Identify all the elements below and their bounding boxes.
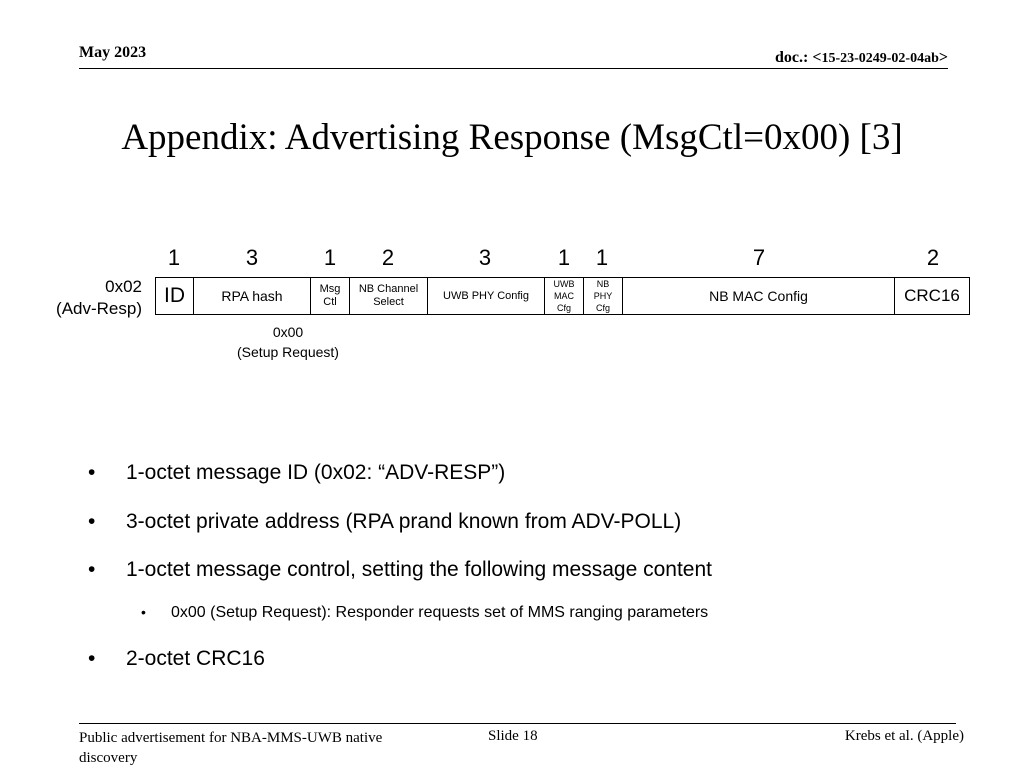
message-id-name: (Adv-Resp) [56,299,142,318]
msgctl-annotation-value: 0x00 [272,324,304,340]
doc-open-bracket: < [812,49,822,66]
doc-number: 15-23-0249-02-04ab [821,51,939,66]
msgctl-annotation-label: (Setup Request) [237,344,339,360]
field-crc16: CRC16 [904,286,960,305]
field-uwb-phy-config: UWB PHY Config [428,278,545,314]
octet-count: 1 [167,245,181,270]
bullet-dot-icon: • [88,510,96,533]
octet-count: 2 [926,245,940,270]
header-date: May 2023 [79,44,147,61]
doc-close-bracket: > [938,49,948,66]
octet-count: 1 [595,245,609,270]
bullet-dot-icon: • [88,558,96,581]
octet-count: 2 [381,245,395,270]
field-id: ID [156,278,194,314]
bullet-dot-icon: • [88,647,96,670]
footer-divider [79,723,956,724]
doc-prefix: doc.: [774,49,813,66]
footer-author: Krebs et al. (Apple) [844,728,964,744]
header-divider [79,68,948,69]
bullet-dot-icon: • [141,604,146,620]
field-nb-mac-config: NB MAC Config [623,278,895,314]
bullet-item: • 1-octet message ID (0x02: “ADV-RESP”) [88,461,506,484]
bullet-item: • 2-octet CRC16 [88,647,265,670]
octet-count: 1 [557,245,571,270]
bullet-item: • 1-octet message control, setting the f… [88,558,712,581]
field-rpa-hash: RPA hash [194,278,311,314]
sub-bullet-item: • 0x00 (Setup Request): Responder reques… [141,604,709,621]
octet-count: 7 [752,245,766,270]
octet-count: 3 [478,245,492,270]
bullet-item: • 3-octet private address (RPA prand kno… [88,510,682,533]
msgctl-annotation: 0x00 (Setup Request) [228,322,348,362]
message-id-value: 0x02 [105,277,142,296]
octet-count: 3 [245,245,259,270]
slide-title: Appendix: Advertising Response (MsgCtl=0… [121,117,903,158]
header-doc-id: doc.: <15-23-0249-02-04ab> [775,49,948,67]
footer-left-text: Public advertisement for NBA-MMS-UWB nat… [79,730,383,766]
slide-number: Slide 18 [488,728,538,744]
bullet-dot-icon: • [88,461,96,484]
message-id-label: 0x02 (Adv-Resp) [56,276,142,320]
octet-count: 1 [323,245,337,270]
